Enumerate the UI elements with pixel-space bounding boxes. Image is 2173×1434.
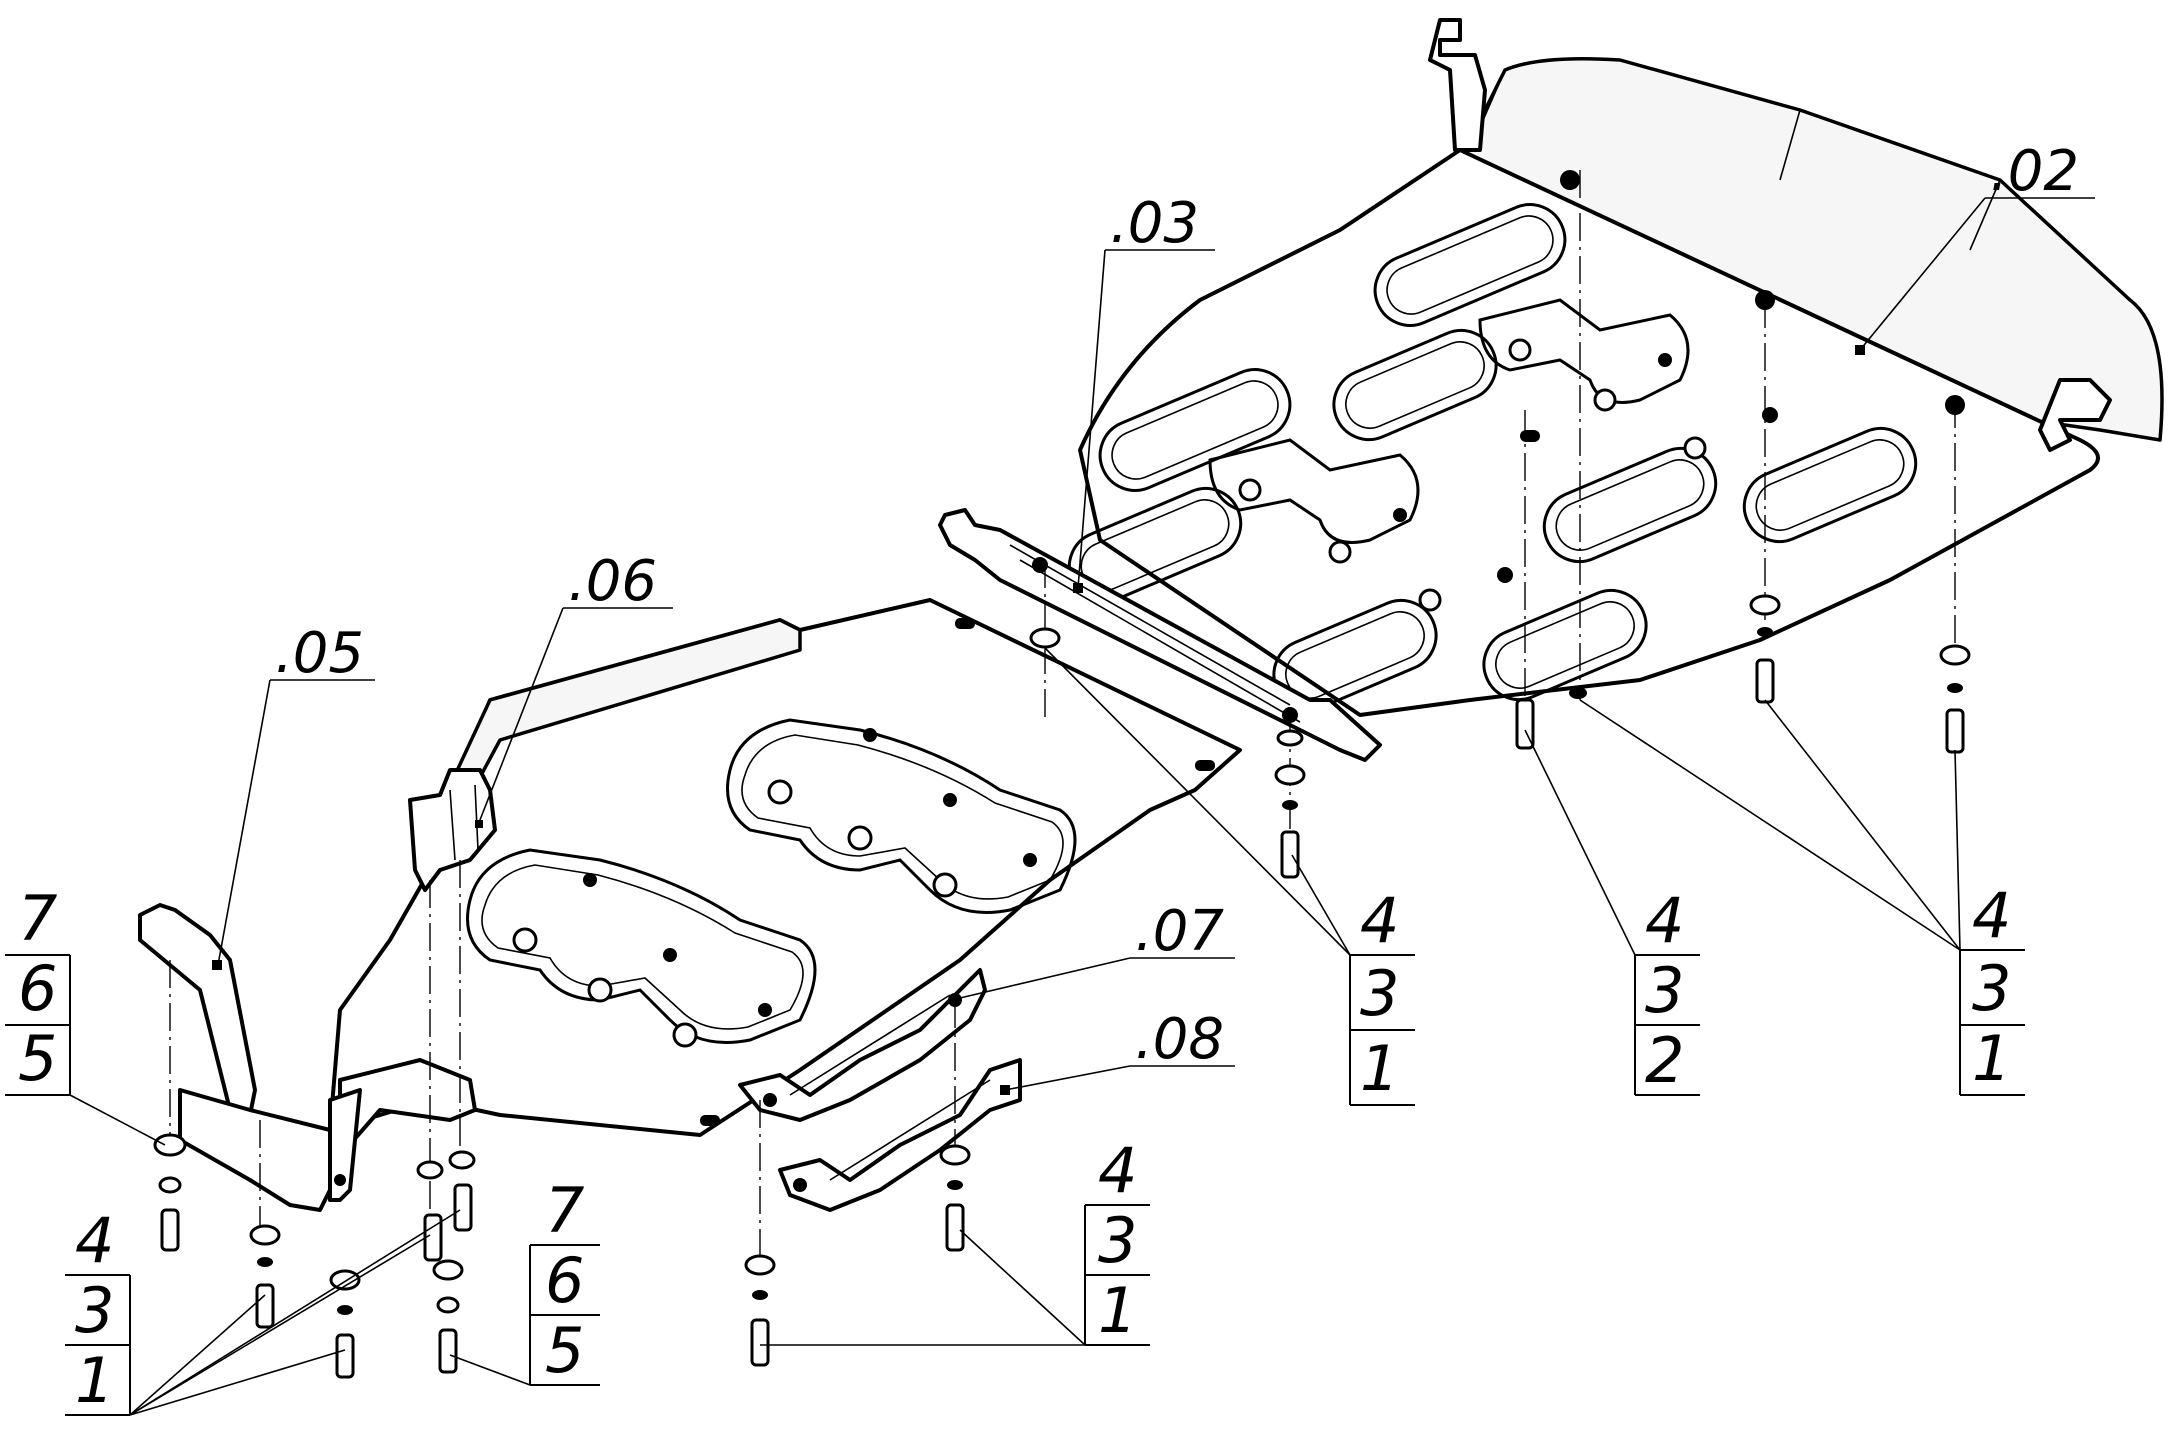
part-02-rear-plate	[1067, 18, 2164, 717]
part-label-03: .03	[1077, 191, 1215, 589]
svg-text:.06: .06	[568, 549, 657, 614]
svg-text:3: 3	[1972, 952, 2011, 1025]
svg-text:4: 4	[1645, 884, 1684, 957]
fastener-table-right3-431: 4 3 1	[1579, 699, 2025, 1096]
svg-text:.08: .08	[1135, 1007, 1224, 1072]
svg-text:7: 7	[545, 1174, 584, 1247]
svg-text:4: 4	[75, 1204, 114, 1277]
fastener-table-center-431: 4 3 1	[760, 1134, 1150, 1347]
svg-text:3: 3	[1645, 954, 1684, 1027]
svg-text:1: 1	[1972, 1022, 2011, 1095]
part-label-02: .02	[1859, 139, 2095, 351]
svg-text:1: 1	[1360, 1032, 1399, 1105]
svg-text:4: 4	[1360, 884, 1399, 957]
fastener-table-right1-431: 4 3 1	[1044, 647, 1415, 1106]
svg-text:6: 6	[545, 1244, 584, 1317]
part-label-05: .05	[217, 621, 375, 966]
part-08-strip	[778, 1058, 1022, 1212]
svg-text:6: 6	[18, 952, 57, 1025]
svg-text:5: 5	[545, 1314, 584, 1387]
part-label-07: .07	[959, 899, 1235, 999]
svg-text:.02: .02	[1990, 139, 2079, 204]
svg-text:3: 3	[1360, 957, 1399, 1030]
part-03-cross-bar	[938, 508, 1382, 762]
svg-text:.07: .07	[1135, 899, 1224, 964]
svg-text:3: 3	[1098, 1204, 1137, 1277]
svg-text:.05: .05	[275, 621, 364, 686]
svg-text:5: 5	[18, 1022, 57, 1095]
svg-text:2: 2	[1645, 1024, 1684, 1097]
part-05-bracket	[138, 903, 477, 1212]
svg-text:4: 4	[1972, 879, 2011, 952]
fasteners	[153, 594, 1971, 1379]
svg-text:1: 1	[1098, 1274, 1137, 1347]
fastener-table-right2-432: 4 3 2	[1524, 729, 1700, 1097]
part-label-08: .08	[1004, 1007, 1235, 1091]
fastener-table-left-765: 7 6 5	[5, 882, 166, 1146]
svg-text:.03: .03	[1110, 191, 1199, 256]
svg-text:4: 4	[1098, 1134, 1137, 1207]
svg-text:3: 3	[75, 1274, 114, 1347]
fastener-table-bottomleft-431: 4 3 1	[65, 1204, 461, 1417]
svg-text:7: 7	[18, 882, 57, 955]
part-label-06: .06	[477, 549, 673, 826]
part-07-strip	[738, 968, 987, 1122]
fastener-table-mid-765: 7 6 5	[449, 1174, 600, 1387]
svg-text:1: 1	[75, 1344, 114, 1417]
part-06-front-plate	[328, 598, 1242, 1137]
